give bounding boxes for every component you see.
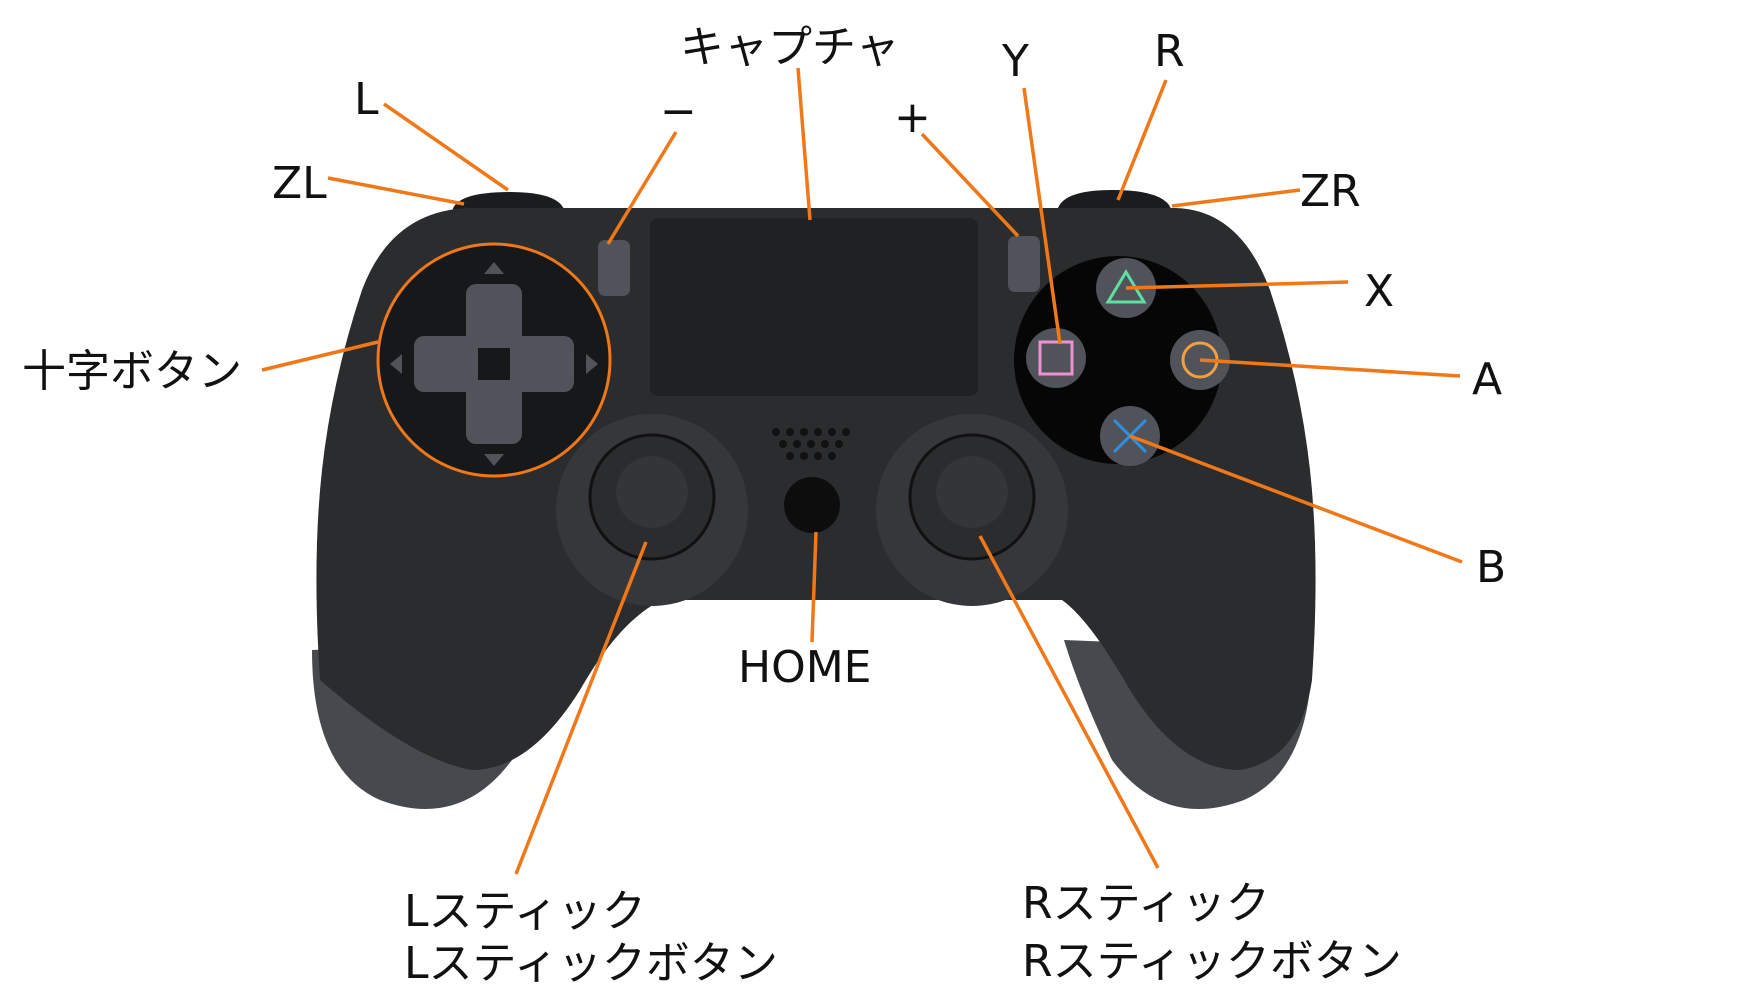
plus-button (1008, 236, 1040, 292)
dpad-up-arrow (484, 262, 504, 274)
label-a: A (1472, 354, 1503, 405)
leader-home (810, 531, 818, 643)
home-button (784, 477, 840, 533)
label-lstick-button: Lスティックボタン (404, 938, 778, 989)
label-zr: ZR (1300, 166, 1361, 217)
leader-dpad (261, 340, 379, 372)
label-home: HOME (738, 642, 872, 693)
dpad-right (510, 336, 574, 392)
label-plus: + (894, 92, 931, 143)
label-minus: − (660, 86, 697, 137)
leader-y (1022, 87, 1062, 345)
leader-x (1125, 280, 1349, 290)
leader-capture (796, 67, 812, 221)
leader-lines (261, 67, 1463, 875)
square-icon (1038, 340, 1074, 376)
label-zl: ZL (272, 158, 327, 209)
dpad-down (466, 380, 522, 444)
label-capture: キャプチャ (680, 22, 900, 73)
label-dpad: 十字ボタン (22, 346, 242, 397)
label-x: X (1364, 266, 1395, 317)
r-bumper (1057, 190, 1172, 212)
rstick-cap (936, 456, 1008, 528)
label-rstick: Rスティック (1022, 878, 1270, 929)
minus-button (598, 240, 630, 296)
leader-zl (327, 176, 465, 206)
leader-zr (1171, 188, 1301, 208)
leader-rstick (978, 535, 1160, 869)
leader-plus (920, 132, 1020, 238)
speaker-grille (772, 428, 850, 460)
label-r: R (1154, 26, 1185, 77)
face-button-housing (1014, 256, 1222, 464)
lstick-cap (616, 456, 688, 528)
dpad-down-arrow (484, 454, 504, 466)
leader-minus (606, 131, 678, 245)
label-lstick: Lスティック (404, 886, 646, 937)
dpad-right-arrow (586, 354, 598, 374)
dpad-left (414, 336, 478, 392)
label-rstick-button: Rスティックボタン (1022, 936, 1402, 987)
dpad-housing (376, 242, 612, 478)
l-bumper (452, 192, 565, 212)
leader-b (1129, 434, 1463, 564)
leader-l (383, 102, 509, 192)
square-button (1026, 328, 1086, 388)
label-l: L (354, 74, 379, 125)
dpad-left-arrow (390, 354, 402, 374)
label-b: B (1476, 542, 1507, 593)
touchpad-gap-left (640, 208, 652, 218)
label-y: Y (1002, 36, 1029, 87)
leader-r (1116, 79, 1168, 201)
leader-lstick (514, 541, 648, 875)
touchpad (650, 218, 978, 396)
dpad-up (466, 284, 522, 348)
leader-a (1199, 358, 1461, 378)
